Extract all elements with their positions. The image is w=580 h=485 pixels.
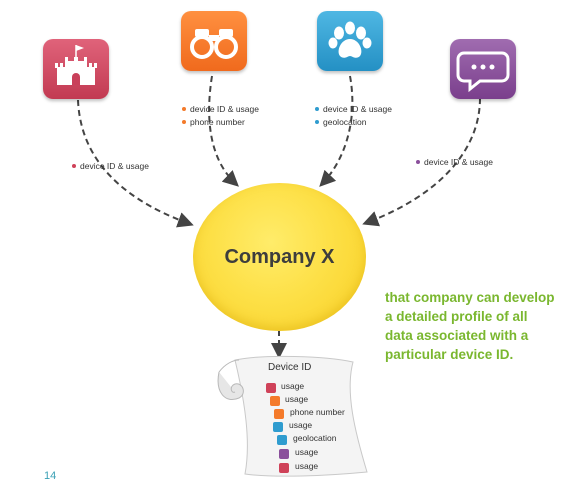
castle-icon <box>55 45 97 85</box>
scroll-item: usage <box>285 394 309 404</box>
paw-icon <box>277 435 287 445</box>
binoculars-icon <box>190 29 238 59</box>
bullet <box>315 106 319 111</box>
paw-icon <box>273 422 283 432</box>
page-number: 14 <box>44 470 57 482</box>
chat-icon <box>279 449 289 459</box>
arrow-paw <box>319 75 354 187</box>
company-x-circle: Company X <box>193 183 366 331</box>
castle-label: device ID & usage <box>72 160 149 173</box>
callout-text: that company can develop a detailed prof… <box>385 290 555 362</box>
binoculars-tile <box>181 11 247 71</box>
castle-tile <box>43 39 109 99</box>
chat-tile <box>450 39 516 99</box>
scroll-item: usage <box>295 461 319 471</box>
castle-icon <box>279 463 289 473</box>
arrow-binoculars <box>208 75 239 187</box>
binoculars-label: device ID & usage phone number <box>182 103 259 129</box>
bullet <box>182 119 186 124</box>
binoculars-icon <box>270 396 280 406</box>
bullet <box>315 119 319 124</box>
chat-label: device ID & usage <box>416 156 493 169</box>
arrow-chat <box>362 97 481 227</box>
scroll-item: usage <box>289 420 313 430</box>
scroll-title: Device ID <box>268 362 312 373</box>
chat-icon <box>456 51 510 93</box>
scroll-item: usage <box>281 381 305 391</box>
paw-tile <box>317 11 383 71</box>
binoculars-icon <box>274 409 284 419</box>
scroll-item: phone number <box>290 407 345 417</box>
company-x-label: Company X <box>224 245 335 268</box>
bullet <box>182 106 186 111</box>
scroll-item: geolocation <box>293 433 337 443</box>
paw-icon <box>328 21 372 58</box>
scroll-item: usage <box>295 447 319 457</box>
paw-label: device ID & usage geolocation <box>315 103 392 129</box>
bullet <box>72 163 76 168</box>
castle-icon <box>266 383 276 393</box>
bullet <box>416 159 420 164</box>
